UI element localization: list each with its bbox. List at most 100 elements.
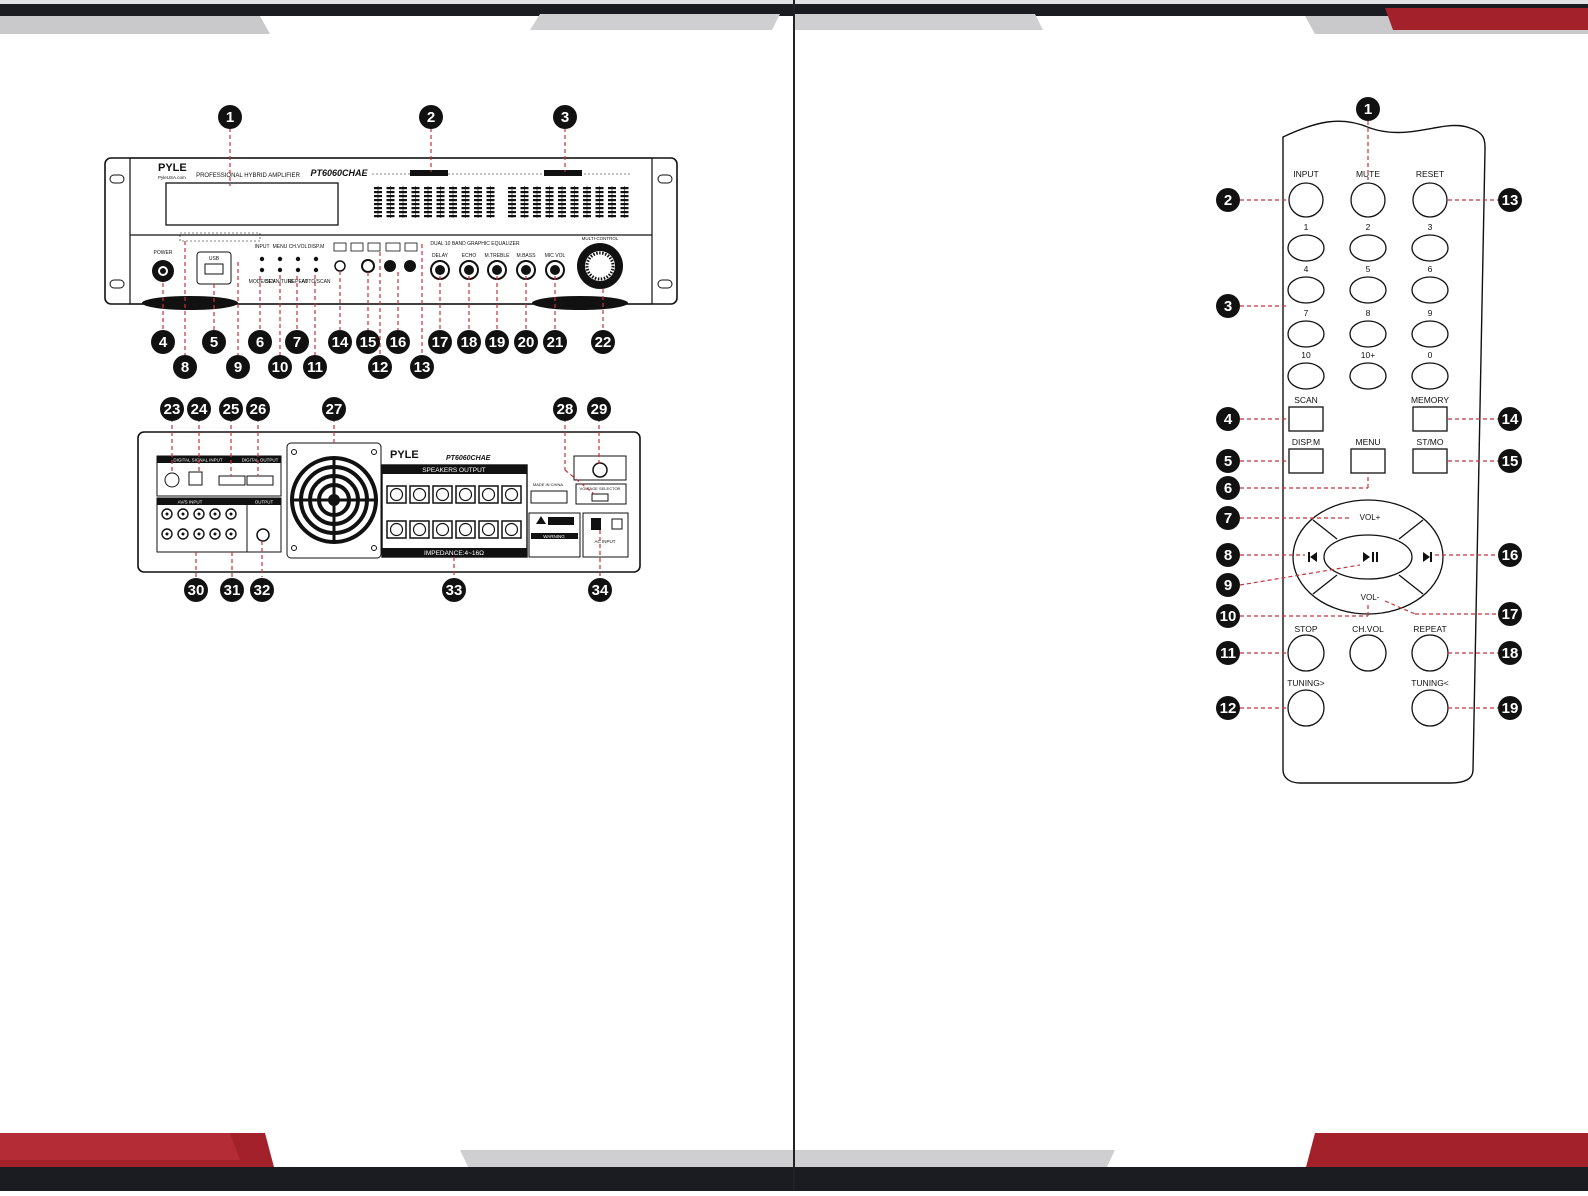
mute-button[interactable] bbox=[1350, 182, 1386, 218]
scan-button[interactable] bbox=[1288, 406, 1324, 432]
eq-slider-notch bbox=[508, 199, 516, 202]
tuning-up-button[interactable] bbox=[1287, 689, 1325, 727]
ch-vol-button[interactable] bbox=[1349, 634, 1387, 672]
eq-slider-notch bbox=[558, 187, 566, 190]
impedance-label: IMPEDANCE:4~16Ω bbox=[424, 550, 484, 557]
usb-port[interactable] bbox=[204, 263, 224, 275]
callout-number: 7 bbox=[293, 334, 301, 351]
prev-button[interactable] bbox=[1308, 552, 1317, 562]
callout-number: 5 bbox=[1224, 453, 1232, 470]
disp-m-button[interactable] bbox=[1288, 448, 1324, 474]
front-brand: PYLE bbox=[158, 162, 187, 174]
tuning-down-button-label: TUNING< bbox=[1411, 678, 1449, 688]
eq-slider-notch bbox=[595, 199, 604, 202]
aux-jack[interactable] bbox=[334, 260, 346, 272]
eq-slider-notch bbox=[570, 215, 579, 218]
eq-slider-notch bbox=[411, 211, 420, 214]
prev-icon-bar bbox=[1308, 552, 1310, 562]
callout-marker: 2 bbox=[1216, 188, 1240, 212]
callout-number: 28 bbox=[557, 401, 574, 418]
eq-slider-notch bbox=[386, 211, 395, 214]
digit-button-label: 10+ bbox=[1361, 350, 1375, 360]
callout-marker: 1 bbox=[1356, 97, 1380, 121]
footer-band bbox=[0, 1133, 793, 1191]
eq-slider-notch bbox=[424, 215, 432, 218]
callout-number: 1 bbox=[1364, 101, 1372, 118]
eq-slider-notch bbox=[386, 187, 395, 190]
eq-slider-notch bbox=[520, 211, 529, 214]
callout-number: 34 bbox=[592, 582, 609, 599]
digit-button-label: 2 bbox=[1366, 222, 1371, 232]
eq-slider-notch bbox=[374, 215, 382, 218]
callout-marker: 31 bbox=[220, 578, 244, 602]
right-equalizer bbox=[508, 186, 629, 218]
eq-slider-notch bbox=[533, 215, 541, 218]
reset-button[interactable] bbox=[1412, 182, 1448, 218]
stop-button[interactable] bbox=[1287, 634, 1325, 672]
callout-marker: 18 bbox=[1498, 641, 1522, 665]
repeat-button[interactable] bbox=[1411, 634, 1449, 672]
eq-slider-notch bbox=[399, 191, 407, 194]
front-top-button[interactable] bbox=[277, 256, 283, 262]
digit-button[interactable] bbox=[1411, 320, 1449, 348]
callout-marker: 8 bbox=[1216, 543, 1240, 567]
callout-number: 19 bbox=[1502, 700, 1519, 717]
front-top-button[interactable] bbox=[295, 256, 301, 262]
eq-slider-notch bbox=[608, 203, 616, 206]
digit-button[interactable] bbox=[1349, 362, 1387, 390]
hdmi-input[interactable] bbox=[218, 475, 246, 486]
digit-button[interactable] bbox=[1411, 362, 1449, 390]
eq-slider-notch bbox=[570, 211, 579, 214]
ac-input-socket[interactable] bbox=[611, 518, 623, 530]
digit-button[interactable] bbox=[1349, 234, 1387, 262]
hdmi-output[interactable] bbox=[246, 475, 274, 486]
eq-slider-notch bbox=[558, 195, 566, 198]
digit-button[interactable] bbox=[1349, 320, 1387, 348]
digit-button[interactable] bbox=[1411, 276, 1449, 304]
front-bottom-button[interactable] bbox=[277, 267, 283, 273]
callout-marker: 24 bbox=[187, 397, 211, 421]
eq-slider-notch bbox=[620, 191, 629, 194]
front-bottom-button-label: MODE/DEV bbox=[249, 279, 276, 285]
callout-marker: 25 bbox=[219, 397, 243, 421]
input-button[interactable] bbox=[1288, 182, 1324, 218]
digit-button[interactable] bbox=[1287, 234, 1325, 262]
front-bottom-button[interactable] bbox=[295, 267, 301, 273]
memory-button[interactable] bbox=[1412, 406, 1448, 432]
digit-button[interactable] bbox=[1287, 320, 1325, 348]
voltage-selector-switch[interactable] bbox=[591, 493, 609, 502]
mic2-jack[interactable] bbox=[404, 260, 416, 272]
st-mo-button[interactable] bbox=[1412, 448, 1448, 474]
tuning-down-button[interactable] bbox=[1411, 689, 1449, 727]
callout-marker: 34 bbox=[588, 578, 612, 602]
callout-number: 2 bbox=[427, 109, 435, 126]
callout-marker: 8 bbox=[173, 355, 197, 379]
eq-slider-notch bbox=[486, 187, 495, 190]
callout-marker: 21 bbox=[543, 330, 567, 354]
digit-button[interactable] bbox=[1287, 276, 1325, 304]
optical-input[interactable] bbox=[188, 471, 203, 486]
eq-slider-notch bbox=[583, 187, 591, 190]
front-bottom-button[interactable] bbox=[259, 267, 265, 273]
multi-control-label: MULTI-CONTROL bbox=[582, 236, 619, 241]
headphone-jack[interactable] bbox=[361, 259, 375, 273]
digit-button[interactable] bbox=[1411, 234, 1449, 262]
front-top-button[interactable] bbox=[313, 256, 319, 262]
subwoofer-output[interactable] bbox=[256, 528, 270, 542]
callout-number: 21 bbox=[547, 334, 564, 351]
menu-button[interactable] bbox=[1350, 448, 1386, 474]
front-bottom-button[interactable] bbox=[313, 267, 319, 273]
coaxial-input[interactable] bbox=[164, 472, 180, 488]
digit-button[interactable] bbox=[1349, 276, 1387, 304]
next-button[interactable] bbox=[1423, 552, 1432, 562]
play-pause-button[interactable] bbox=[1363, 552, 1378, 562]
ac-power-switch[interactable] bbox=[591, 518, 601, 530]
eq-slider-notch bbox=[508, 207, 516, 210]
mic1-jack[interactable] bbox=[384, 260, 396, 272]
eq-slider-notch bbox=[436, 215, 445, 218]
digit-button[interactable] bbox=[1287, 362, 1325, 390]
antenna-input[interactable] bbox=[592, 462, 608, 478]
ac-input-label: AC INPUT bbox=[594, 539, 615, 544]
front-top-button[interactable] bbox=[259, 256, 265, 262]
